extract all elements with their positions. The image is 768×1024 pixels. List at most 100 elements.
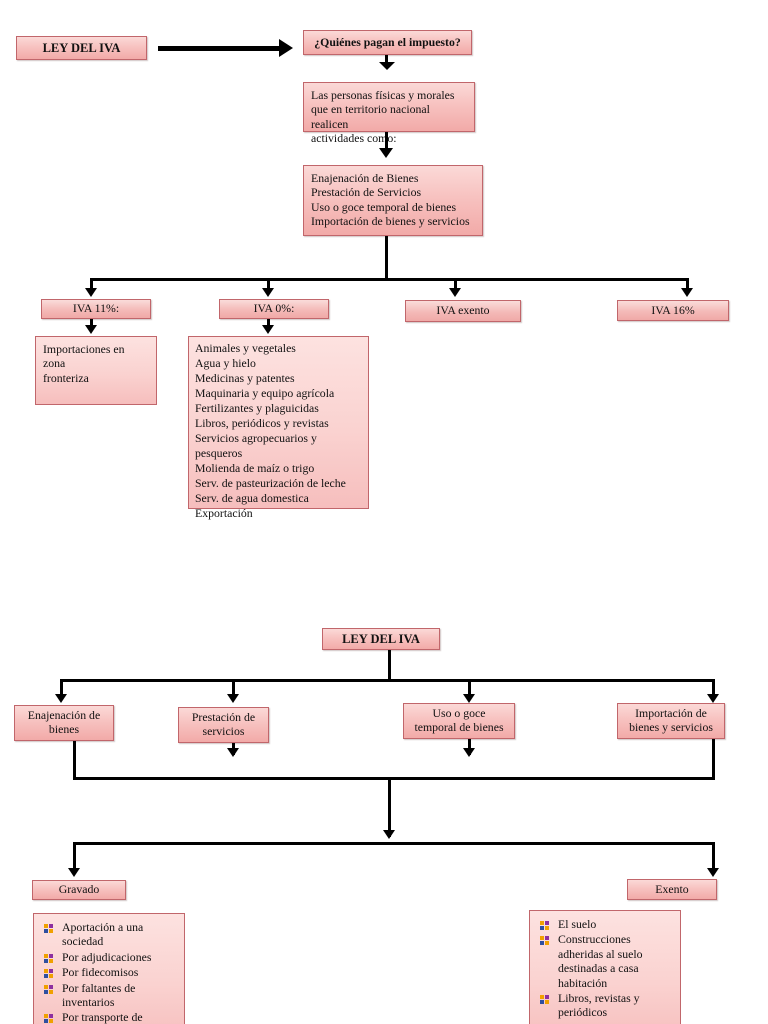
gravado-item-list: Aportación a una sociedad Por adjudicaci… [34, 914, 184, 1024]
list-item: Agua y hielo [195, 355, 256, 370]
list-item: Exportación [195, 505, 253, 520]
node-iva-11-detail[interactable]: Importaciones en zona fronteriza [35, 336, 157, 405]
list-item-label: Por fidecomisos [62, 965, 139, 980]
node-gravado[interactable]: Gravado [32, 880, 126, 900]
list-item-label: Por faltantes de inventarios [62, 980, 136, 1009]
connector-drop-uso-goce [468, 679, 471, 699]
node-label: Enajenación de bienes [27, 708, 101, 736]
connector-question-to-subjects [385, 55, 388, 66]
list-item: Servicios agropecuarios y pesqueros [195, 430, 317, 460]
diamond-bullet-icon [44, 924, 53, 933]
node-label: Enajenación de Bienes Prestación de Serv… [311, 171, 470, 229]
list-item: Fertilizantes y plaguicidas [195, 400, 319, 415]
diamond-bullet-icon [540, 936, 549, 946]
connector-drop-iva-exento [454, 278, 457, 294]
connector-merge-left [73, 741, 76, 780]
diamond-bullet-icon [540, 921, 549, 930]
diamond-bullet-icon [44, 1014, 53, 1024]
node-label: ¿Quiénes pagan el impuesto? [314, 34, 461, 49]
connector-drop-iva-16 [686, 278, 689, 294]
node-exento[interactable]: Exento [627, 879, 717, 900]
list-item: Libros, revistas y periódicos [538, 991, 674, 1020]
node-label: Gravado [58, 882, 100, 897]
list-item-label: Construcciones adheridas al suelo destin… [558, 932, 643, 990]
list-item: Por fidecomisos [42, 965, 178, 979]
arrowhead-prestacion [227, 694, 239, 703]
connector-drop-gravado [73, 842, 76, 874]
arrowhead-iva-0-detail [262, 325, 274, 334]
node-ley-del-iva-bottom[interactable]: LEY DEL IVA [322, 628, 440, 650]
connector-merge-trunk [388, 777, 391, 837]
list-item: Por faltantes de inventarios [42, 981, 178, 1010]
arrowhead-uso-goce-down [463, 748, 475, 757]
node-label: Uso o goce temporal de bienes [414, 706, 504, 734]
connector-drop-iva-0 [267, 278, 270, 294]
connector-acts-bus [60, 679, 715, 682]
node-uso-goce-temporal[interactable]: Uso o goce temporal de bienes [403, 703, 515, 739]
connector-drop-enajenacion [60, 679, 63, 699]
arrowhead-exento [707, 868, 719, 877]
list-item: Medicinas y patentes [195, 370, 295, 385]
node-label: IVA exento [436, 303, 490, 318]
diamond-bullet-icon [540, 994, 549, 1004]
arrowhead-merge-trunk [383, 830, 395, 839]
connector-drop-exento [712, 842, 715, 874]
list-item-label: Por transporte de [62, 1010, 143, 1024]
connector-drop-iva-11 [90, 278, 93, 294]
list-item: Construcciones adheridas al suelo destin… [538, 932, 674, 990]
arrowhead-iva-exento [449, 288, 461, 297]
list-item-label: Libros, revistas y periódicos [558, 990, 640, 1020]
node-label: Prestación de servicios [191, 710, 256, 738]
node-iva-16[interactable]: IVA 16% [617, 300, 729, 321]
connector-root2-trunk [388, 650, 391, 681]
arrowhead-prestacion-down [227, 748, 239, 757]
node-iva-0-detail[interactable]: Animales y vegetales Agua y hielo Medici… [188, 336, 369, 520]
node-actividades[interactable]: Enajenación de Bienes Prestación de Serv… [303, 165, 483, 236]
node-label: Las personas físicas y morales que en te… [311, 88, 455, 146]
connector-uso-goce-down [468, 739, 471, 755]
node-ley-del-iva-top[interactable]: LEY DEL IVA [16, 36, 147, 60]
diamond-bullet-icon [44, 984, 53, 994]
exento-item-list: El suelo Construcciones adheridas al sue… [530, 911, 680, 1024]
node-label: Importación de bienes y servicios [629, 706, 713, 734]
node-personas-fisicas-morales[interactable]: Las personas físicas y morales que en te… [303, 82, 475, 145]
list-item-label: Por adjudicaciones [62, 949, 152, 964]
node-importacion-bienes-servicios[interactable]: Importación de bienes y servicios [617, 703, 725, 739]
arrowhead-question-to-subjects [379, 62, 395, 70]
node-label: LEY DEL IVA [342, 631, 420, 646]
list-item: Molienda de maíz o trigo [195, 460, 315, 475]
node-enajenacion-de-bienes[interactable]: Enajenación de bienes [14, 705, 114, 741]
connector-merge-right [712, 739, 715, 780]
node-gravado-list[interactable]: Aportación a una sociedad Por adjudicaci… [33, 913, 185, 1024]
arrowhead-root-to-question [279, 39, 293, 57]
list-item: El suelo [538, 917, 674, 931]
list-item: Libros, periódicos y revistas [195, 415, 329, 430]
node-exento-list[interactable]: El suelo Construcciones adheridas al sue… [529, 910, 681, 1024]
arrowhead-gravado [68, 868, 80, 877]
diamond-bullet-icon [44, 969, 53, 979]
node-iva-exento[interactable]: IVA exento [405, 300, 521, 322]
list-item: Por transporte de [42, 1010, 178, 1024]
node-label: IVA 11%: [72, 301, 120, 316]
node-iva-0[interactable]: IVA 0%: [219, 299, 329, 319]
list-item-label: Muebles usados, excepto los enajenados p… [558, 1021, 667, 1024]
node-label: Importaciones en zona fronteriza [43, 342, 125, 385]
list-item: Por adjudicaciones [42, 950, 178, 964]
arrowhead-iva-11 [85, 288, 97, 297]
list-item-label: Aportación a una sociedad [62, 920, 144, 949]
arrowhead-importacion [707, 694, 719, 703]
node-iva-11[interactable]: IVA 11%: [41, 299, 151, 319]
list-item: Aportación a una sociedad [42, 920, 178, 949]
node-label: Exento [655, 881, 689, 896]
arrowhead-iva-16 [681, 288, 693, 297]
arrowhead-iva-0 [262, 288, 274, 297]
list-item: Muebles usados, excepto los enajenados p… [538, 1021, 674, 1024]
node-prestacion-de-servicios[interactable]: Prestación de servicios [178, 707, 269, 743]
connector-drop-importacion [712, 679, 715, 699]
node-label: LEY DEL IVA [42, 40, 121, 55]
diamond-bullet-icon [44, 953, 53, 963]
node-quienes-pagan[interactable]: ¿Quiénes pagan el impuesto? [303, 30, 472, 55]
node-label: IVA 16% [651, 302, 695, 317]
connector-subjects-to-activities [385, 132, 388, 152]
